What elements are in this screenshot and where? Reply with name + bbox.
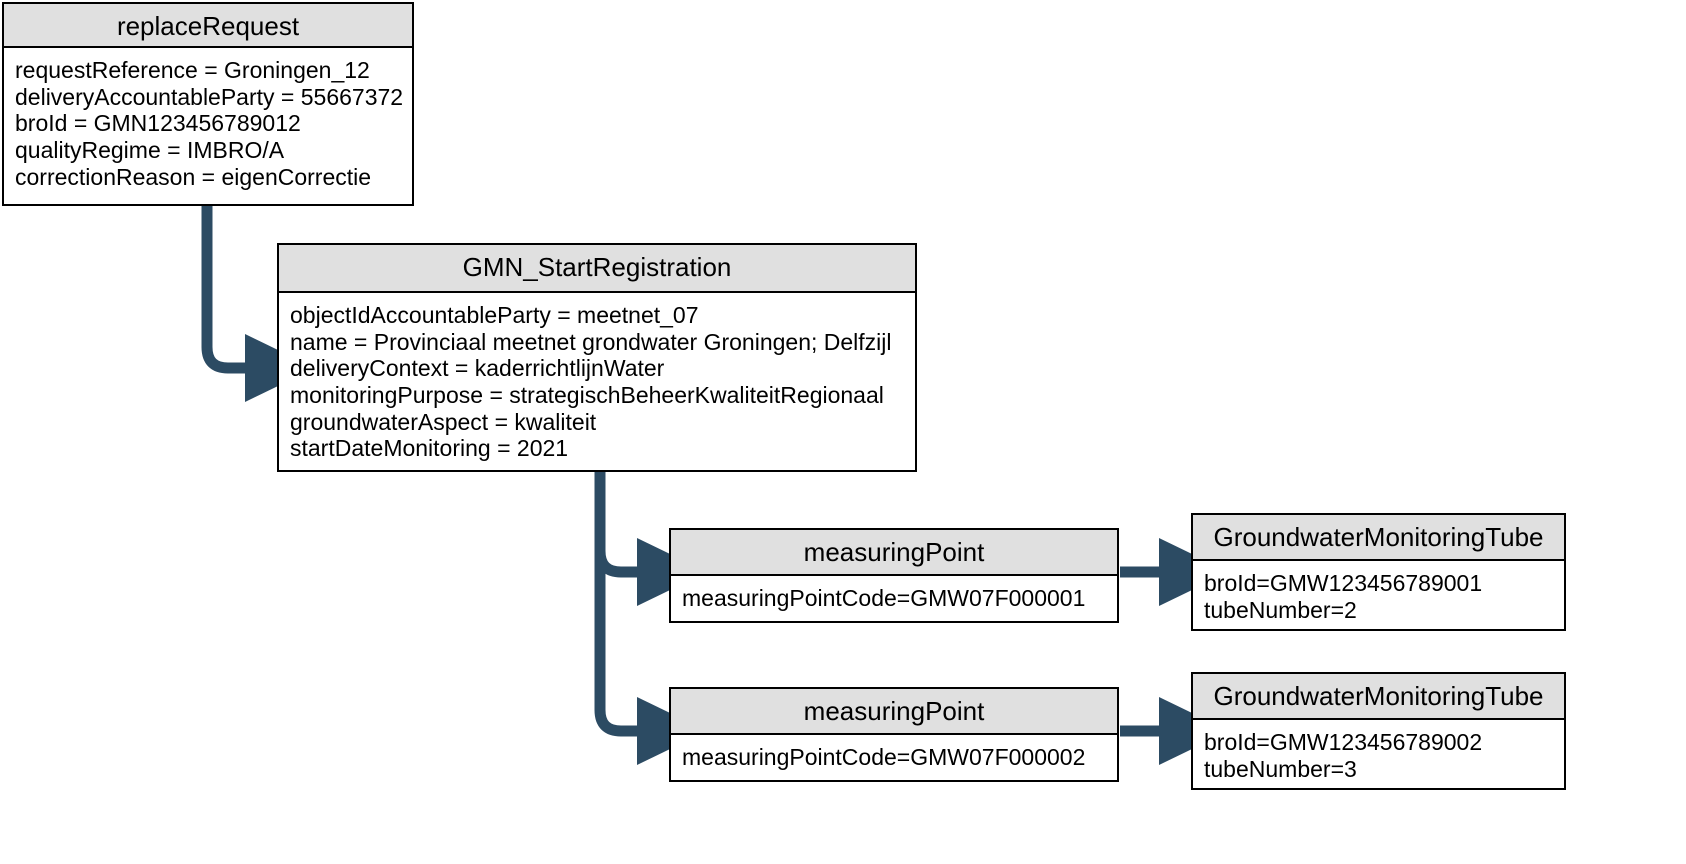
box-replacerequest-header: replaceRequest — [4, 4, 412, 48]
box-measuringpoint-1-header: measuringPoint — [671, 530, 1117, 576]
box-replacerequest-body: requestReference = Groningen_12 delivery… — [4, 48, 412, 199]
attribute-row: tubeNumber=3 — [1204, 755, 1357, 782]
attribute-row: startDateMonitoring = 2021 — [290, 435, 569, 462]
box-groundwatermonitoringtube-2-body: broId=GMW123456789002 tubeNumber=3 — [1193, 720, 1564, 791]
connector-gmn-to-measuringpoint-1 — [594, 470, 708, 607]
attribute-row: deliveryAccountableParty = 55667372 — [15, 83, 403, 110]
attribute-row: correctionReason = eigenCorrectie — [15, 163, 372, 190]
box-measuringpoint-1-body: measuringPointCode=GMW07F000001 — [671, 576, 1117, 621]
attribute-row: broId=GMW123456789001 — [1204, 570, 1483, 596]
box-groundwatermonitoringtube-2-header: GroundwaterMonitoringTube — [1193, 674, 1564, 720]
box-gmn-startregistration-header: GMN_StartRegistration — [279, 245, 915, 293]
box-groundwatermonitoringtube-1-body: broId=GMW123456789001 tubeNumber=2 — [1193, 561, 1564, 632]
box-measuringpoint-2-header: measuringPoint — [671, 689, 1117, 735]
attribute-row: name = Provinciaal meetnet grondwater Gr… — [290, 328, 892, 355]
attribute-row: monitoringPurpose = strategischBeheerKwa… — [290, 382, 884, 409]
connector-replacerequest-to-gmn — [201, 205, 316, 403]
connector-gmn-to-measuringpoint-2 — [594, 470, 708, 766]
attribute-row: measuringPointCode=GMW07F000001 — [682, 585, 1086, 611]
attribute-row: qualityRegime = IMBRO/A — [15, 137, 285, 164]
box-groundwatermonitoringtube-1-header: GroundwaterMonitoringTube — [1193, 515, 1564, 561]
box-measuringpoint-1[interactable]: measuringPoint measuringPointCode=GMW07F… — [669, 528, 1119, 623]
box-measuringpoint-2-body: measuringPointCode=GMW07F000002 — [671, 735, 1117, 780]
attribute-row: deliveryContext = kaderrichtlijnWater — [290, 355, 665, 382]
attribute-row: requestReference = Groningen_12 — [15, 57, 370, 83]
box-gmn-startregistration[interactable]: GMN_StartRegistration objectIdAccountabl… — [277, 243, 917, 472]
attribute-row: broId = GMN123456789012 — [15, 110, 301, 137]
attribute-row: tubeNumber=2 — [1204, 596, 1357, 623]
box-replacerequest[interactable]: replaceRequest requestReference = Gronin… — [2, 2, 414, 206]
attribute-row: broId=GMW123456789002 — [1204, 729, 1483, 755]
box-groundwatermonitoringtube-1[interactable]: GroundwaterMonitoringTube broId=GMW12345… — [1191, 513, 1566, 631]
box-gmn-startregistration-body: objectIdAccountableParty = meetnet_07 na… — [279, 293, 915, 471]
attribute-row: measuringPointCode=GMW07F000002 — [682, 744, 1086, 770]
box-measuringpoint-2[interactable]: measuringPoint measuringPointCode=GMW07F… — [669, 687, 1119, 782]
box-groundwatermonitoringtube-2[interactable]: GroundwaterMonitoringTube broId=GMW12345… — [1191, 672, 1566, 790]
attribute-row: objectIdAccountableParty = meetnet_07 — [290, 302, 699, 328]
attribute-row: groundwaterAspect = kwaliteit — [290, 408, 597, 435]
